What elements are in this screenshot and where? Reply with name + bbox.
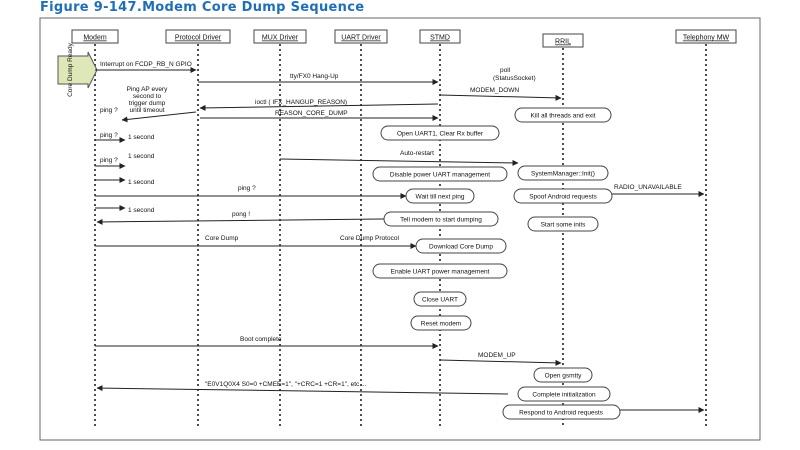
lifeline-header-rril: RRIL <box>542 33 584 48</box>
lifeline-header-telephony-mw: Telephony MW <box>675 29 737 44</box>
lifeline-header-stmd: STMD <box>419 29 461 44</box>
message-label: 1 second <box>128 153 155 160</box>
diagram-frame <box>39 17 761 441</box>
message-label: (StatusSocket) <box>493 75 536 82</box>
activity-open-uart: Open UART1, Clear Rx buffer <box>380 125 500 141</box>
activity-label: Download Core Dump <box>429 244 493 251</box>
lifeline-label: Modem <box>83 35 107 42</box>
activity-disable-uart-pm: Disable power UART management <box>372 166 508 182</box>
activity-start-inits: Start some inits <box>527 216 599 232</box>
activity-kill-threads: Kill all threads and exit <box>514 107 612 123</box>
activity-tell-modem-dump: Tell modem to start dumping <box>383 211 499 227</box>
lifeline-label: Telephony MW <box>683 35 730 42</box>
message-label: REASON_CORE_DUMP <box>275 110 348 117</box>
message-label: ping ? <box>100 107 118 114</box>
message-label: Core Dump Protocol <box>340 235 399 242</box>
activity-label: Disable power UART management <box>390 172 490 179</box>
message-arrow <box>96 218 385 225</box>
message-arrow <box>279 158 519 166</box>
message-label: trigger dump <box>129 100 166 107</box>
message-arrow <box>96 385 509 395</box>
message-label: 1 second <box>128 179 155 186</box>
message-label: Boot complete <box>240 336 282 343</box>
activity-system-manager-init: SystemManager::Init() <box>517 165 609 181</box>
activity-close-uart: Close UART <box>413 291 467 307</box>
activity-label: Open UART1, Clear Rx buffer <box>397 131 484 138</box>
figure-title: Figure 9-147.Modem Core Dump Sequence <box>40 0 365 15</box>
message-arrow <box>439 359 562 366</box>
message-label: Core Dump <box>205 235 239 242</box>
lifeline-label: UART Driver <box>341 35 381 42</box>
message-label: Interrupt on FCDP_RB_N GPIO <box>100 61 192 68</box>
message-label: Ping AP every <box>127 86 168 93</box>
activity-respond-android: Respond to Android requests <box>502 404 621 420</box>
activity-download-core-dump: Download Core Dump <box>415 238 507 254</box>
activity-wait-next-ping: Wait till next ping <box>405 188 475 204</box>
lifeline-label: RRIL <box>555 39 571 46</box>
activity-label: Kill all threads and exit <box>530 113 595 120</box>
message-label: ping ? <box>100 132 118 139</box>
message-arrow <box>199 103 439 111</box>
message-label: Auto-restart <box>400 150 434 157</box>
activity-label: SystemManager::Init() <box>531 171 595 178</box>
message-label: "E0V1Q0X4 S0=0 +CMEE=1", "+CRC=1 +CR=1",… <box>205 381 367 388</box>
lifeline-header-protocol-driver: Protocol Driver <box>165 29 231 44</box>
lifeline-label: Protocol Driver <box>175 35 222 42</box>
lifeline-header-mux-driver: MUX Driver <box>253 29 307 44</box>
activity-label: Close UART <box>422 297 458 304</box>
message-label: ping ? <box>100 157 118 164</box>
lifeline-header-modem: Modem <box>71 29 119 44</box>
activity-enable-uart-pm: Enable UART power management <box>372 263 508 279</box>
activity-label: Reset modem <box>421 321 461 328</box>
message-label: pong ! <box>232 211 250 218</box>
activity-label: Complete initialization <box>532 392 596 399</box>
lifeline-label: MUX Driver <box>262 35 299 42</box>
activity-label: Respond to Android requests <box>519 410 604 417</box>
message-label: MODEM_DOWN <box>470 87 519 94</box>
message-label: MODEM_UP <box>478 352 516 359</box>
activity-spoof-android: Spoof Android requests <box>513 188 613 204</box>
message-arrow <box>439 94 562 101</box>
activity-label: Enable UART power management <box>391 269 490 276</box>
message-label: 1 second <box>128 134 155 141</box>
activity-label: Spoof Android requests <box>529 194 597 201</box>
message-label: RADIO_UNAVAILABLE <box>614 184 682 191</box>
activity-label: Wait till next ping <box>416 194 465 201</box>
activity-complete-init: Complete initialization <box>517 386 611 402</box>
core-dump-ready-label: Core Dump Ready <box>67 42 74 97</box>
message-label: tty/FX0 Hang-Up <box>290 73 339 80</box>
message-label: until timeout <box>129 107 164 114</box>
lifeline-header-uart-driver: UART Driver <box>334 29 388 44</box>
message-label: ping ? <box>238 185 256 192</box>
activity-label: Start some inits <box>541 222 587 229</box>
lifeline-label: STMD <box>430 35 450 42</box>
activity-open-gsmtty: Open gsmtty <box>533 367 593 383</box>
activity-reset-modem: Reset modem <box>410 315 472 331</box>
message-label: 1 second <box>128 207 155 214</box>
activity-label: Tell modem to start dumping <box>400 217 482 224</box>
core-dump-ready-note: Core Dump Ready <box>57 42 98 97</box>
message-label: ioctl ( IFX_HANGUP_REASON) <box>255 99 347 106</box>
message-label: poll <box>500 67 511 74</box>
activity-label: Open gsmtty <box>545 373 583 380</box>
message-label: second to <box>133 93 162 100</box>
message-arrow <box>121 111 197 123</box>
